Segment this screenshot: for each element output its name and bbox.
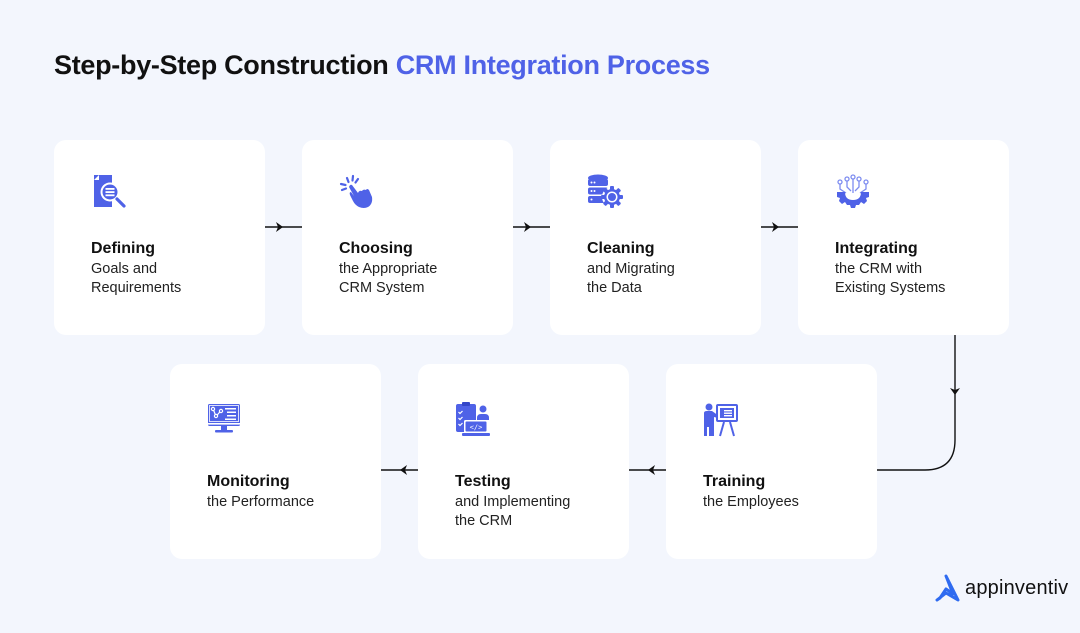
step-description-line: the CRM with	[835, 261, 923, 277]
step-card-integrating: Integrating the CRM with Existing System…	[798, 140, 1009, 335]
monitor-analytics-icon	[206, 401, 244, 439]
title-part-2: CRM Integration Process	[395, 50, 710, 80]
step-heading: Defining	[91, 240, 155, 257]
database-gear-icon	[586, 173, 624, 211]
step-description-line: the Performance	[207, 494, 315, 510]
step-description-line: the CRM	[455, 513, 513, 529]
step-description: and Migrating the Data	[587, 260, 757, 298]
step-description-line: CRM System	[339, 280, 425, 296]
step-card-training: Training the Employees	[666, 364, 877, 559]
arrowhead-6	[400, 465, 407, 475]
arrowhead-2	[524, 222, 531, 232]
step-description-line: Requirements	[91, 280, 182, 296]
step-heading: Testing	[455, 473, 511, 490]
step-card-cleaning: Cleaning and Migrating the Data	[550, 140, 761, 335]
step-description-line: the Appropriate	[339, 261, 438, 277]
step-card-monitoring: Monitoring the Performance	[170, 364, 381, 559]
step-card-testing: </> Testing and Implementing the CRM	[418, 364, 629, 559]
arrowhead-4	[950, 388, 960, 395]
page-title: Step-by-Step Construction CRM Integratio…	[54, 50, 710, 81]
step-description-line: Existing Systems	[835, 280, 946, 296]
step-description-line: the Employees	[703, 494, 799, 510]
connector-4-5	[877, 335, 956, 471]
arrowhead-1	[276, 222, 283, 232]
step-card-choosing: Choosing the Appropriate CRM System	[302, 140, 513, 335]
step-heading: Choosing	[339, 240, 413, 257]
step-description: the Employees	[703, 493, 873, 512]
presenter-board-icon	[702, 401, 740, 439]
step-description: the CRM with Existing Systems	[835, 260, 1005, 298]
step-heading: Integrating	[835, 240, 918, 257]
document-search-icon	[90, 173, 128, 211]
step-heading: Training	[703, 473, 766, 490]
step-description-line: and Implementing	[455, 494, 571, 510]
svg-text:</>: </>	[470, 424, 483, 432]
step-heading: Cleaning	[587, 240, 655, 257]
step-heading: Monitoring	[207, 473, 290, 490]
step-description: the Performance	[207, 493, 377, 512]
appinventiv-logo: appinventiv	[933, 574, 1068, 602]
step-description-line: and Migrating	[587, 261, 675, 277]
tap-hand-icon	[338, 173, 376, 211]
checklist-code-icon: </>	[454, 401, 492, 439]
gear-circuit-icon	[834, 173, 872, 211]
logo-wordmark: appinventiv	[965, 576, 1069, 599]
title-part-1: Step-by-Step Construction	[54, 50, 389, 80]
logo-mark-icon	[933, 574, 961, 602]
step-description-line: Goals and	[91, 261, 158, 277]
step-card-defining: Defining Goals and Requirements	[54, 140, 265, 335]
step-description: Goals and Requirements	[91, 260, 261, 298]
step-description: the Appropriate CRM System	[339, 260, 509, 298]
arrowhead-5	[648, 465, 655, 475]
step-description-line: the Data	[587, 280, 642, 296]
step-description: and Implementing the CRM	[455, 493, 625, 531]
arrowhead-3	[772, 222, 779, 232]
